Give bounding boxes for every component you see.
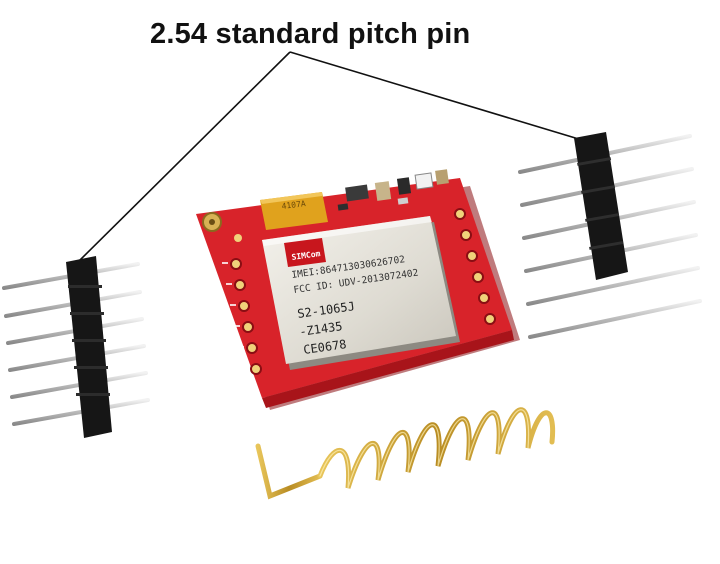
right-pads (454, 208, 496, 325)
antenna-pad (234, 234, 242, 242)
leader-line-right (289, 51, 583, 141)
smd-components (337, 169, 449, 211)
helical-antenna (255, 407, 556, 500)
left-header-plastic (66, 256, 112, 438)
left-pin-header (2, 256, 150, 438)
ce-label: CE0678 (302, 337, 347, 357)
pcb-edge (262, 330, 514, 408)
antenna-coil (317, 407, 556, 489)
gsm-module-board: 4107A SIMCom (196, 169, 520, 410)
leader-lines (77, 51, 583, 263)
tantalum-capacitor: 4107A (260, 192, 328, 230)
brand-label: SIMCom (291, 249, 321, 262)
simcom-logo: SIMCom (284, 238, 326, 267)
leader-line-left (77, 51, 291, 263)
capacitor-marking: 4107A (281, 199, 306, 211)
ufl-connector (202, 212, 222, 232)
right-pin-header (518, 132, 702, 339)
module-shield: SIMCom IMEI:864713030626702 FCC ID: UDV-… (262, 216, 460, 370)
left-pads (230, 258, 262, 375)
antenna-lead (255, 443, 323, 500)
code-label: -Z1435 (298, 319, 343, 339)
pitch-caption: 2.54 standard pitch pin (150, 18, 471, 50)
